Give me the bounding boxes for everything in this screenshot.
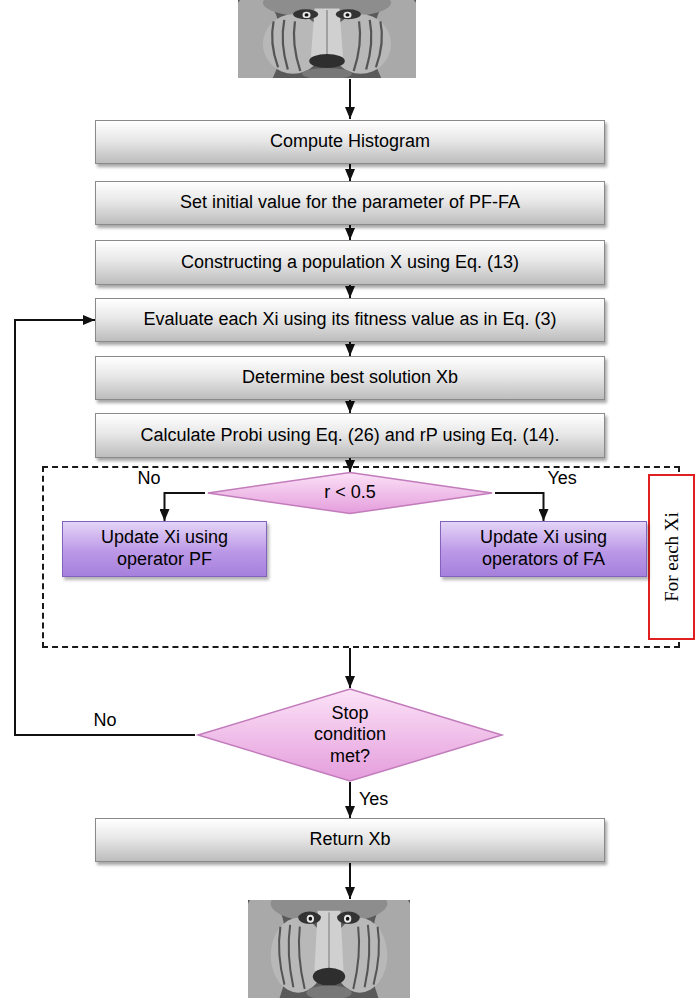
connector — [349, 342, 351, 356]
process-box: Constructing a population X using Eq. (1… — [95, 240, 605, 285]
process-box: Determine best solution Xb — [95, 356, 605, 400]
node-text: Evaluate each Xi using its fitness value… — [143, 309, 556, 331]
edge-label: No — [92, 710, 117, 732]
node-text: Stop condition met? — [304, 703, 396, 768]
process-box: Return Xb — [95, 818, 605, 862]
node-text: Update Xi using operator PF — [73, 527, 256, 570]
node-text: Set initial value for the parameter of P… — [180, 192, 520, 214]
label-frame: For each Xi — [648, 474, 695, 640]
flow-arrow — [349, 863, 351, 899]
flow-arrow — [349, 79, 351, 119]
node-text: Calculate Probi using Eq. (26) and rP us… — [141, 425, 560, 447]
connector — [349, 458, 351, 472]
diamond-shape — [198, 689, 502, 781]
node-text: r < 0.5 — [324, 482, 376, 504]
connector — [495, 493, 544, 521]
process-box: Calculate Probi using Eq. (26) and rP us… — [95, 413, 605, 458]
decision-diamond: Stop condition met? — [195, 688, 505, 782]
connector — [349, 400, 351, 413]
connector — [349, 225, 351, 240]
connector — [349, 648, 351, 688]
diamond-shape — [208, 472, 492, 513]
connector — [165, 493, 206, 521]
node-text: Constructing a population X using Eq. (1… — [181, 252, 519, 274]
connector — [349, 285, 351, 298]
process-box: Compute Histogram — [95, 120, 605, 164]
node-text: Update Xi using operators of FA — [451, 527, 636, 570]
edge-label: Yes — [547, 468, 578, 490]
node-text: Return Xb — [309, 829, 390, 851]
node-text: Determine best solution Xb — [242, 367, 458, 389]
loop-label: For each Xi — [660, 512, 683, 602]
connector — [349, 782, 351, 818]
output-image — [238, 884, 419, 1001]
loop-region: For each Xi r < 0.5Update Xi using operat… — [42, 466, 680, 648]
connector — [349, 164, 351, 181]
process-box: Set initial value for the parameter of P… — [95, 181, 605, 225]
process-box: Evaluate each Xi using its fitness value… — [95, 298, 605, 342]
operator-box: Update Xi using operators of FA — [440, 521, 647, 577]
input-image — [227, 0, 426, 92]
decision-diamond: r < 0.5 — [205, 472, 495, 514]
node-text: Compute Histogram — [270, 131, 430, 153]
edge-label: Yes — [358, 789, 389, 811]
operator-box: Update Xi using operator PF — [62, 521, 267, 577]
edge-label: No — [136, 468, 161, 490]
